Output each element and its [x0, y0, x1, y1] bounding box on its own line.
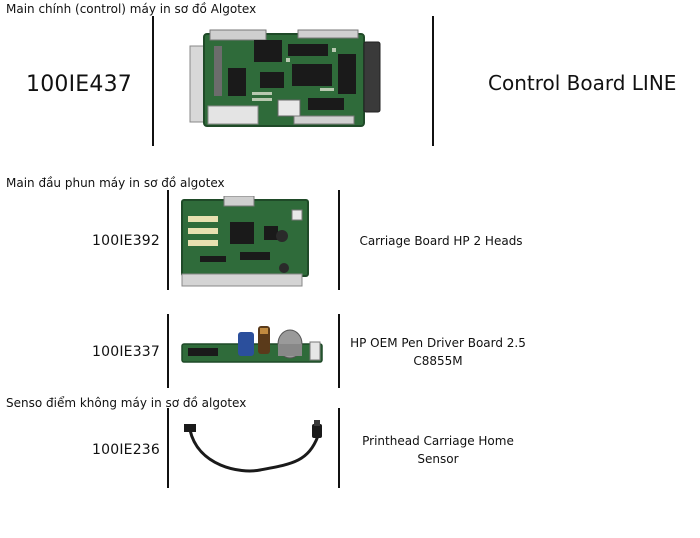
divider-line: [338, 190, 340, 290]
section-title-carriage: Main đầu phun máy in sơ đồ algotex: [6, 176, 225, 190]
control-board-image: [188, 28, 384, 132]
product-code: 100IE392: [92, 233, 161, 249]
product-description: HP OEM Pen Driver Board 2.5 C8855M: [350, 336, 526, 368]
product-code: 100IE236: [92, 442, 161, 458]
home-sensor-cable-image: [180, 416, 328, 478]
divider-line: [167, 314, 169, 388]
section-title-control: Main chính (control) máy in sơ đồ Algote…: [6, 2, 257, 16]
section-title-sensor: Senso điểm không máy in sơ đồ algotex: [6, 396, 247, 410]
product-code: 100IE437: [26, 72, 132, 97]
divider-line: [167, 408, 169, 488]
carriage-board-image: [180, 196, 312, 288]
divider-line: [338, 408, 340, 488]
product-code: 100IE337: [92, 344, 161, 360]
product-description: Printhead Carriage Home Sensor: [362, 434, 514, 466]
divider-line: [338, 314, 340, 388]
divider-line: [432, 16, 434, 146]
pen-driver-board-image: [180, 322, 326, 370]
product-description: Control Board LINE: [488, 71, 677, 95]
divider-line: [152, 16, 154, 146]
divider-line: [167, 190, 169, 290]
product-description: Carriage Board HP 2 Heads: [359, 234, 523, 248]
